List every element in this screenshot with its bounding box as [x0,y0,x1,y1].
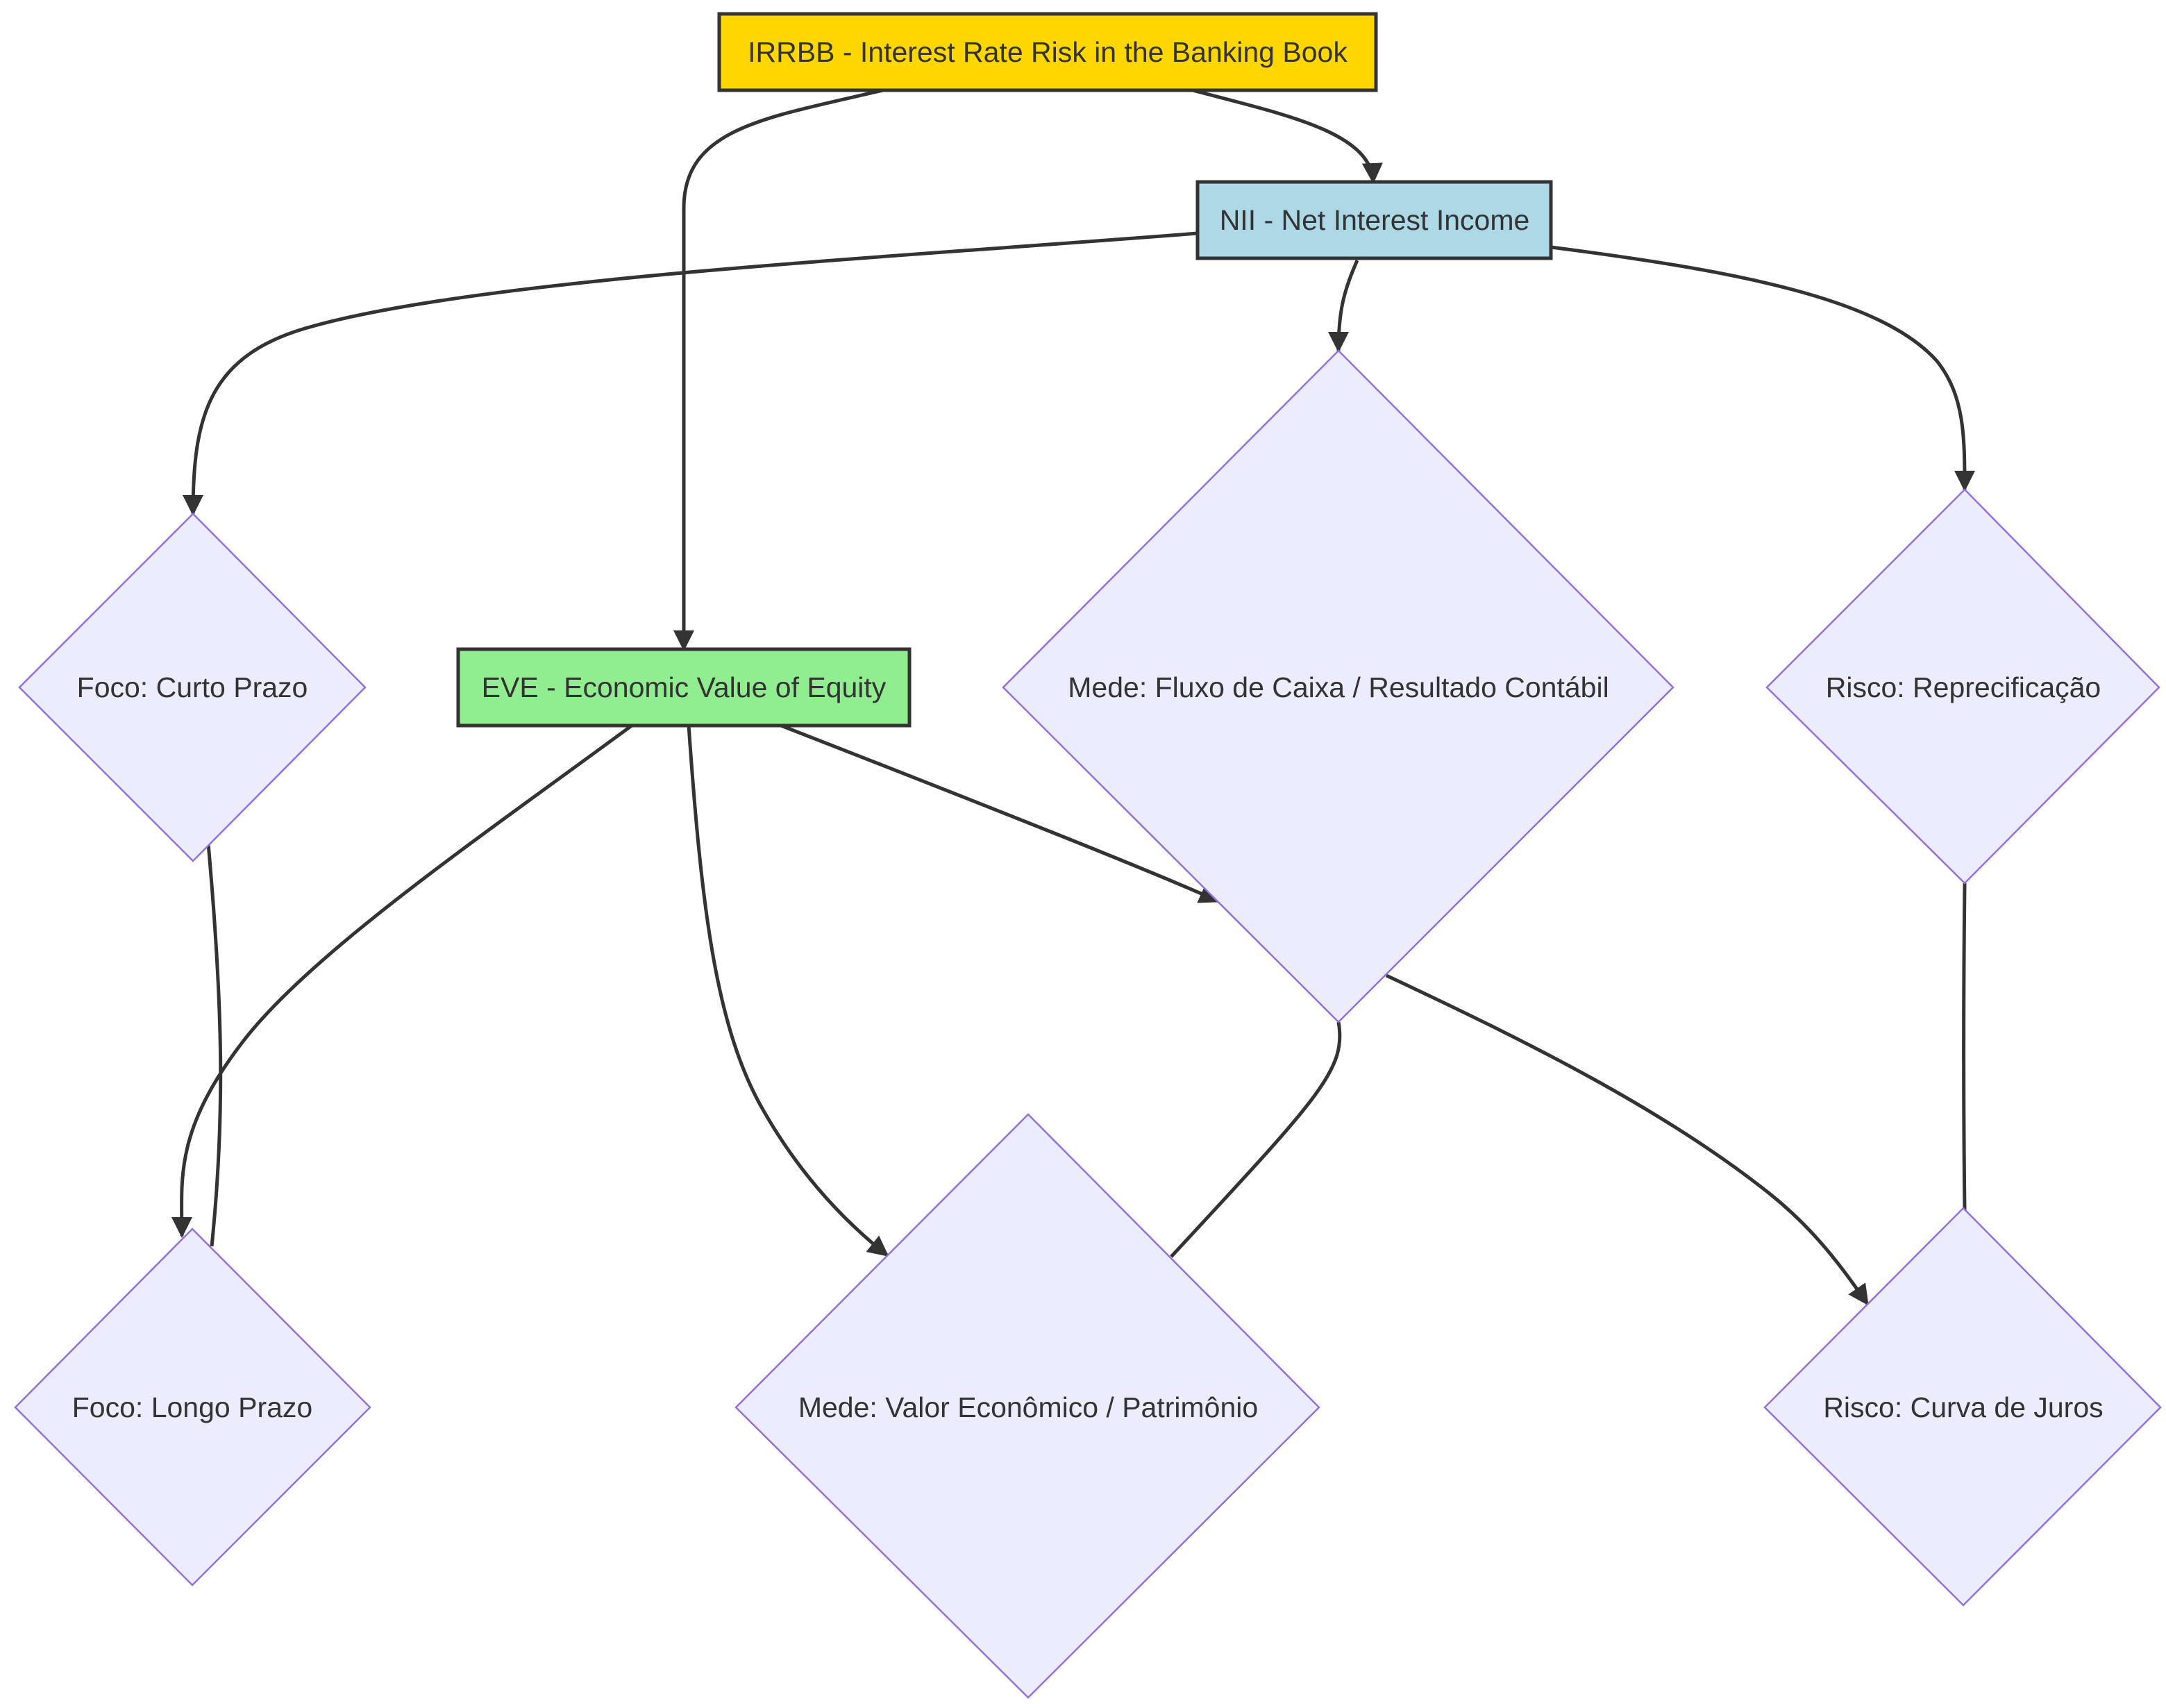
node-nii-label: NII - Net Interest Income [1220,204,1530,236]
node-mede-valor-shape [734,1113,1320,1699]
node-mede-fluxo-label: Mede: Fluxo de Caixa / Resultado Contábi… [1068,671,1609,703]
edge-mede-fluxo-to-mede-valor [1170,1021,1342,1258]
node-foco-curto-label: Foco: Curto Prazo [77,671,308,703]
edge-nii-to-risco-reprec [1550,245,1975,492]
node-risco-reprec-label: Risco: Reprecificação [1826,671,2101,703]
node-risco-curva[interactable]: Risco: Curva de Juros [1763,1207,2162,1607]
node-foco-longo-label: Foco: Longo Prazo [72,1391,312,1423]
node-mede-valor[interactable]: Mede: Valor Econômico / Patrimônio [734,1113,1320,1699]
edges [171,88,1975,1306]
node-irrbb[interactable]: IRRBB - Interest Rate Risk in the Bankin… [717,12,1378,92]
node-eve-label: EVE - Economic Value of Equity [482,671,887,703]
node-mede-valor-label: Mede: Valor Econômico / Patrimônio [798,1391,1258,1423]
edge-eve-to-mede-valor [687,725,889,1257]
node-eve-box [456,647,912,728]
node-risco-curva-label: Risco: Curva de Juros [1823,1391,2103,1423]
node-eve[interactable]: EVE - Economic Value of Equity [456,647,912,728]
node-foco-longo-shape [14,1228,371,1586]
node-irrbb-label: IRRBB - Interest Rate Risk in the Bankin… [748,36,1348,68]
node-foco-curto-shape [18,512,367,862]
node-nii[interactable]: NII - Net Interest Income [1195,180,1553,260]
edge-irrbb-to-nii [1192,88,1383,184]
node-mede-fluxo[interactable]: Mede: Fluxo de Caixa / Resultado Contábi… [1002,349,1674,1023]
edge-nii-to-mede-fluxo [1328,259,1359,353]
edge-irrbb-to-eve [673,88,884,651]
edge-eve-to-risco-curva [780,723,1220,903]
edge-eve-to-foco-longo [171,723,633,1238]
edge-nii-to-foco-curto [183,231,1198,516]
edge-risco-reprec-to-risco-curva [1962,882,1967,1212]
edge-risco-curva-continuation [1385,973,1870,1306]
node-nii-box [1195,180,1553,260]
node-foco-longo[interactable]: Foco: Longo Prazo [14,1228,371,1586]
node-risco-curva-shape [1763,1207,2162,1607]
node-risco-reprec[interactable]: Risco: Reprecificação [1765,488,2160,885]
node-risco-reprec-shape [1765,488,2160,885]
edge-foco-curto-to-foco-longo [206,843,223,1247]
node-mede-fluxo-shape [1002,349,1674,1023]
node-foco-curto[interactable]: Foco: Curto Prazo [18,512,367,862]
node-irrbb-box [717,12,1378,92]
